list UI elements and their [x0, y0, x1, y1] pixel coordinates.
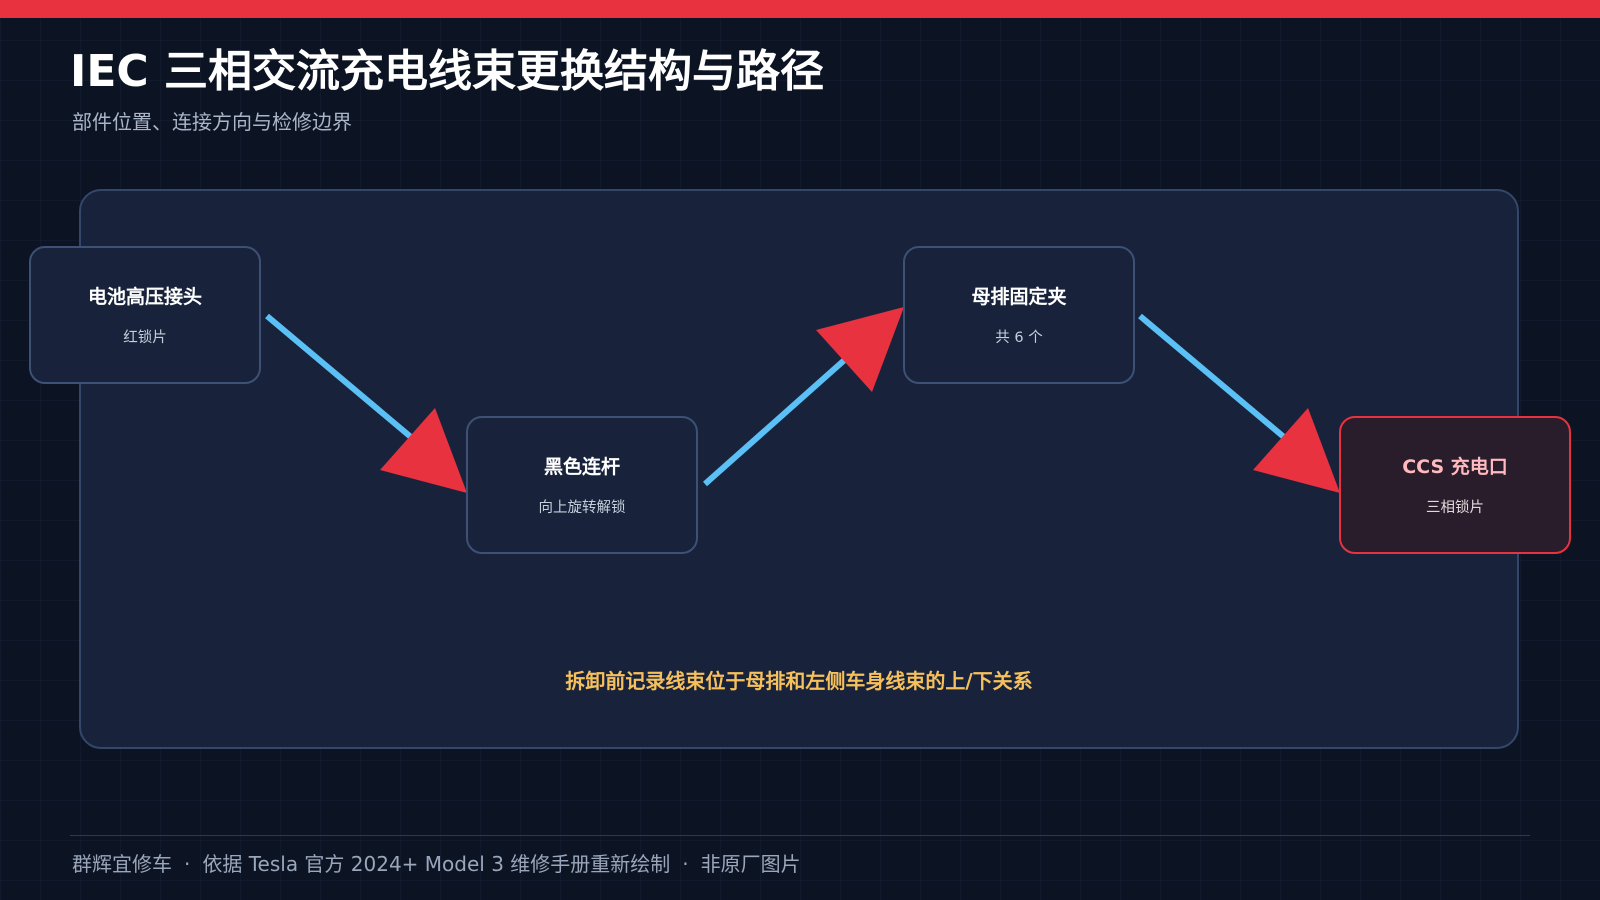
- node-subtitle: 三相锁片: [1426, 500, 1484, 516]
- footer-disclaimer: 非原厂图片: [700, 852, 801, 876]
- node-title: 黑色连杆: [543, 456, 620, 478]
- footer-separator: ·: [184, 852, 191, 876]
- node-battery-connector: 电池高压接头 红锁片: [29, 246, 261, 384]
- diagram-note: 拆卸前记录线束位于母排和左侧车身线束的上/下关系: [565, 669, 1033, 693]
- footer-divider: [70, 835, 1530, 836]
- footer-brand: 群辉宜修车: [72, 852, 172, 876]
- node-busbar-clip: 母排固定夹 共 6 个: [903, 246, 1135, 384]
- node-subtitle: 共 6 个: [995, 330, 1043, 346]
- node-title: 电池高压接头: [87, 286, 202, 308]
- page-title: IEC 三相交流充电线束更换结构与路径: [70, 46, 825, 97]
- node-black-linkage: 黑色连杆 向上旋转解锁: [466, 416, 698, 554]
- footer-separator: ·: [682, 852, 689, 876]
- node-subtitle: 红锁片: [123, 330, 167, 346]
- top-accent-bar: [0, 0, 1600, 18]
- node-subtitle: 向上旋转解锁: [538, 500, 626, 516]
- footer-source: 依据 Tesla 官方 2024+ Model 3 维修手册重新绘制: [202, 852, 671, 876]
- footer: 群辉宜修车 · 依据 Tesla 官方 2024+ Model 3 维修手册重新绘制…: [72, 850, 801, 878]
- node-title: CCS 充电口: [1402, 456, 1508, 478]
- page-subtitle: 部件位置、连接方向与检修边界: [72, 110, 352, 134]
- diagram-panel: [79, 189, 1519, 749]
- node-title: 母排固定夹: [971, 286, 1067, 308]
- node-ccs-charge-port: CCS 充电口 三相锁片: [1339, 416, 1571, 554]
